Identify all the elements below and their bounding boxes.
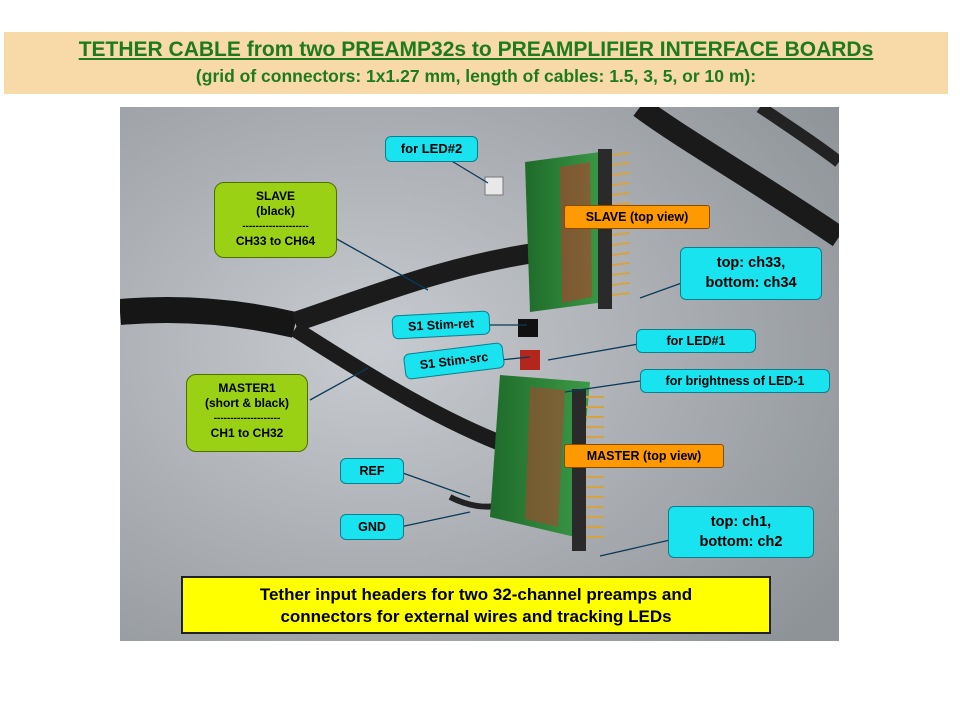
page-subtitle: (grid of connectors: 1x1.27 mm, length o… bbox=[195, 66, 757, 86]
led1-connector bbox=[520, 350, 540, 370]
slave-pins bbox=[611, 152, 631, 296]
stim-connector bbox=[518, 319, 538, 337]
cable-top-corner bbox=[756, 107, 839, 167]
slave-channels: CH33 to CH64 bbox=[235, 234, 316, 248]
slave-cable bbox=[291, 242, 542, 332]
master-channels: CH1 to CH32 bbox=[210, 426, 284, 440]
callout-ref: REF bbox=[340, 458, 404, 484]
ch33-bottom: bottom: ch34 bbox=[705, 275, 797, 291]
cable-top-right bbox=[633, 107, 839, 247]
page-title: TETHER CABLE from two PREAMP32s to PREAM… bbox=[78, 38, 874, 61]
callout-master-top-view: MASTER (top view) bbox=[564, 444, 724, 468]
callout-master: MASTER1 (short & black) ----------------… bbox=[186, 374, 308, 452]
main-cable bbox=[120, 297, 298, 338]
master-label: MASTER1 bbox=[218, 381, 276, 395]
master-board-wires bbox=[525, 387, 565, 527]
slave-label: SLAVE bbox=[255, 189, 296, 203]
callout-stim-ret: S1 Stim-ret bbox=[391, 310, 491, 340]
callout-led2: for LED#2 bbox=[385, 136, 478, 162]
ch1-bottom: bottom: ch2 bbox=[699, 534, 783, 550]
callout-led1: for LED#1 bbox=[636, 329, 756, 353]
ch1-top: top: ch1, bbox=[710, 514, 772, 530]
master-divider: -------------------- bbox=[213, 413, 281, 424]
ch33-top: top: ch33, bbox=[716, 255, 786, 271]
slave-divider: -------------------- bbox=[242, 221, 309, 232]
led2-connector bbox=[484, 176, 504, 196]
callout-slave-top-view: SLAVE (top view) bbox=[564, 205, 710, 229]
callout-brightness: for brightness of LED-1 bbox=[640, 369, 830, 393]
title-banner: TETHER CABLE from two PREAMP32s to PREAM… bbox=[4, 32, 948, 94]
master-color: (short & black) bbox=[204, 396, 289, 410]
slave-header bbox=[598, 149, 612, 309]
slave-color: (black) bbox=[256, 204, 295, 218]
slave-board-wires bbox=[560, 162, 592, 303]
caption-box: Tether input headers for two 32-channel … bbox=[181, 576, 771, 634]
callout-ch1: top: ch1, bottom: ch2 bbox=[668, 506, 814, 558]
callout-ch33: top: ch33, bottom: ch34 bbox=[680, 247, 822, 300]
caption-line-2: connectors for external wires and tracki… bbox=[280, 607, 672, 626]
callout-gnd: GND bbox=[340, 514, 404, 540]
caption-line-1: Tether input headers for two 32-channel … bbox=[259, 585, 693, 604]
callout-slave: SLAVE (black) -------------------- CH33 … bbox=[214, 182, 337, 258]
master-header bbox=[572, 389, 586, 551]
